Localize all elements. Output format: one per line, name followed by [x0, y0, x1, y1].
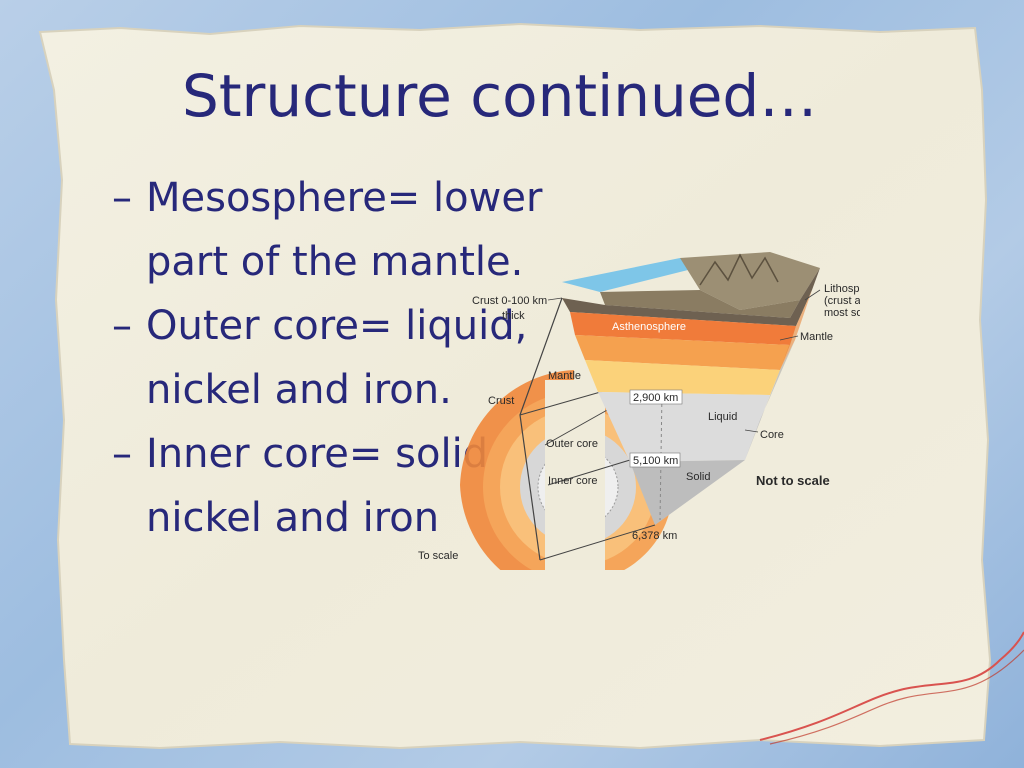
label-lithosphere-desc-1: (crust and upper- — [824, 295, 860, 307]
mantle-band — [585, 360, 780, 395]
bullet-dash: – — [112, 431, 132, 477]
earth-layers-svg: Crust 0-100 km thick Lithosphere (crust … — [418, 252, 860, 570]
label-crust: Crust — [488, 395, 514, 407]
label-mantle-left: Mantle — [548, 370, 581, 382]
bullet-text: Inner core= solid, nickel and iron — [146, 431, 501, 541]
earth-layers-diagram: Crust 0-100 km thick Lithosphere (crust … — [400, 240, 860, 570]
label-depth-2900: 2,900 km — [633, 392, 678, 404]
bullet-text: Outer core= liquid, nickel and iron. — [146, 303, 528, 413]
label-solid: Solid — [686, 471, 710, 483]
label-not-to-scale: Not to scale — [756, 473, 830, 488]
label-depth-5100: 5,100 km — [633, 455, 678, 467]
wedge-block — [562, 252, 820, 525]
label-crust-thick: thick — [502, 310, 525, 322]
label-liquid: Liquid — [708, 411, 737, 423]
label-depth-6378: 6,378 km — [632, 530, 677, 542]
bullet-outer-core: – Outer core= liquid, nickel and iron. — [112, 294, 562, 422]
label-outer-core: Outer core — [546, 438, 598, 450]
label-crust-thickness: Crust 0-100 km — [472, 295, 547, 307]
bullet-text: Mesosphere= lower part of the mantle. — [146, 175, 543, 285]
label-mantle-right: Mantle — [800, 331, 833, 343]
bullet-dash: – — [112, 303, 132, 349]
bullet-list: – Mesosphere= lower part of the mantle. … — [112, 166, 562, 550]
slide-title: Structure continued… — [182, 62, 818, 130]
asthenosphere-band — [570, 312, 796, 345]
label-core: Core — [760, 429, 784, 441]
label-lithosphere: Lithosphere — [824, 283, 860, 295]
bullet-inner-core: – Inner core= solid, nickel and iron — [112, 422, 562, 550]
label-to-scale: To scale — [418, 550, 458, 562]
bullet-dash: – — [112, 175, 132, 221]
label-lithosphere-desc-2: most solid mantle) — [824, 307, 860, 319]
bullet-mesosphere: – Mesosphere= lower part of the mantle. — [112, 166, 562, 294]
label-asthenosphere: Asthenosphere — [612, 321, 686, 333]
label-inner-core: Inner core — [548, 475, 598, 487]
